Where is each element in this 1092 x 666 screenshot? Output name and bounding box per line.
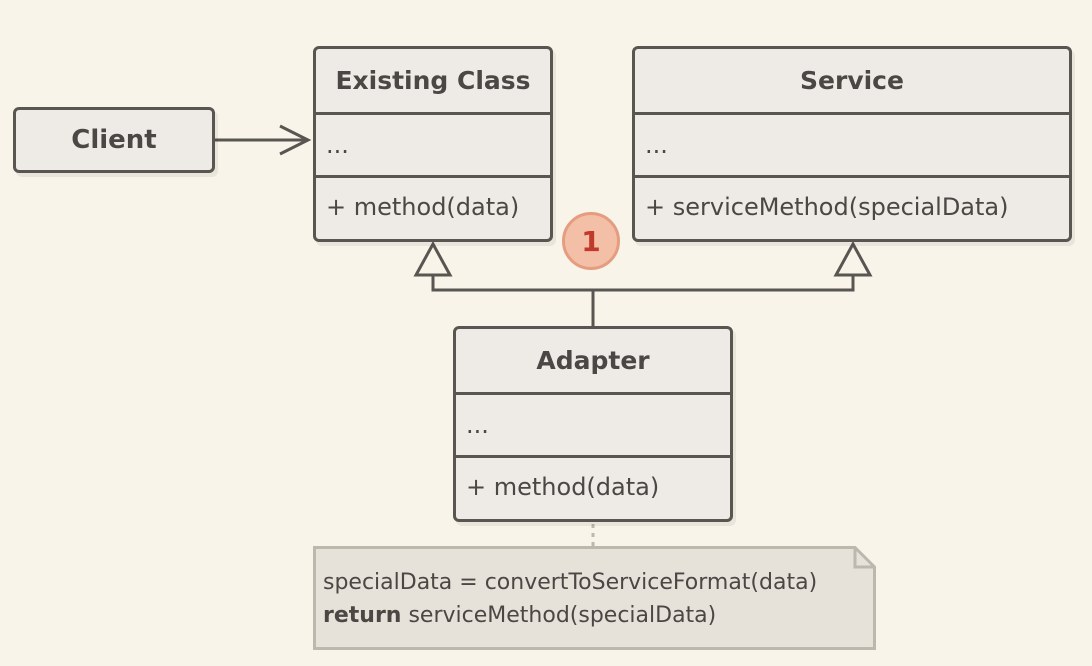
existing-class-box: Existing Class ... + method(data)	[313, 46, 553, 242]
adapter-class-box: Adapter ... + method(data)	[453, 326, 733, 522]
step-badge: 1	[562, 212, 620, 270]
note-line-1: specialData = convertToServiceFormat(dat…	[323, 570, 818, 595]
client-label: Client	[71, 125, 157, 155]
existing-class-fields: ...	[316, 112, 550, 175]
existing-class-methods: + method(data)	[316, 175, 550, 236]
service-class-methods: + serviceMethod(specialData)	[635, 175, 1069, 236]
note-line-2: return serviceMethod(specialData)	[323, 599, 817, 632]
note-line-2-rest: serviceMethod(specialData)	[401, 603, 717, 628]
adapter-class-name: Adapter	[536, 346, 650, 375]
inheritance-arrowhead-service	[833, 240, 873, 277]
client-box: Client	[13, 107, 215, 173]
adapter-class-fields: ...	[456, 392, 730, 455]
code-note: specialData = convertToServiceFormat(dat…	[313, 546, 876, 650]
association-arrowhead	[279, 124, 312, 156]
service-class-box: Service ... + serviceMethod(specialData)	[632, 46, 1072, 242]
inheritance-branch	[431, 276, 855, 292]
service-class-fields: ...	[635, 112, 1069, 175]
service-class-name: Service	[800, 66, 904, 95]
inheritance-arrowhead-existing	[413, 240, 453, 277]
existing-class-name: Existing Class	[335, 66, 531, 95]
step-badge-number: 1	[581, 224, 601, 258]
note-return-keyword: return	[323, 603, 402, 628]
adapter-class-methods: + method(data)	[456, 455, 730, 516]
note-shape	[313, 546, 876, 650]
